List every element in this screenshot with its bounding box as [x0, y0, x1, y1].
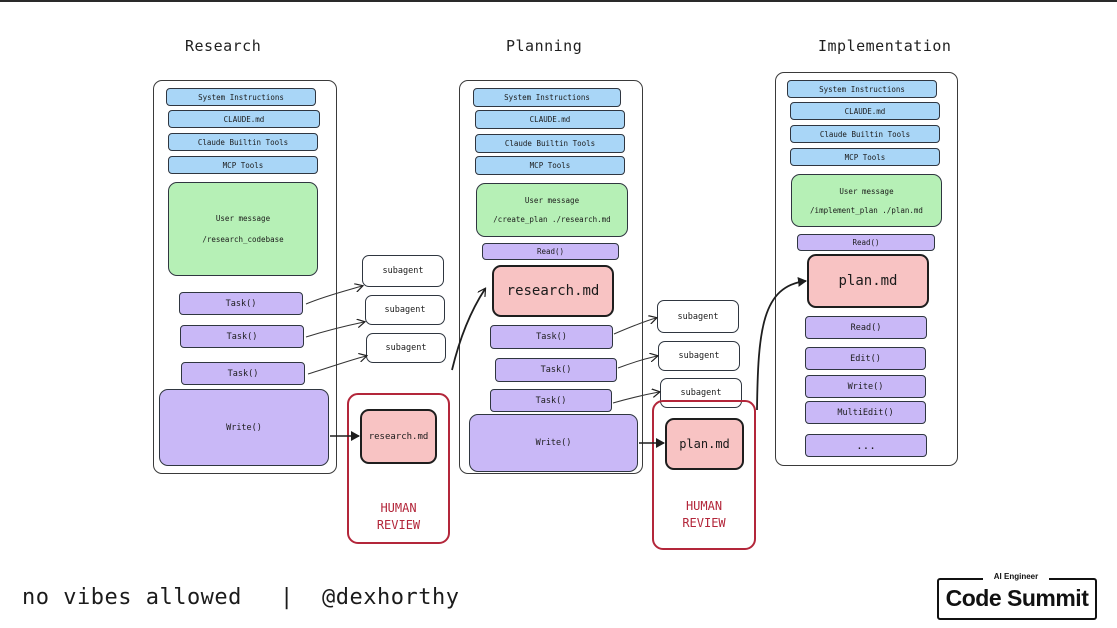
footer-handle: @dexhorthy: [322, 585, 460, 610]
implementation-claude-md: CLAUDE.md: [790, 102, 940, 120]
logo-code-summit: Code Summit: [945, 585, 1089, 611]
planning-read: Read(): [482, 243, 619, 260]
research-task-3: Task(): [181, 362, 305, 385]
implementation-system-instructions: System Instructions: [787, 80, 937, 98]
research-subagent-2: subagent: [365, 295, 445, 325]
planning-research-md: research.md: [492, 265, 614, 317]
arrow-planning-task1-subagent: [613, 318, 656, 335]
arrow-planning-task2-subagent: [617, 356, 657, 369]
implementation-read: Read(): [805, 316, 927, 339]
research-task-1: Task(): [179, 292, 303, 315]
implementation-more: ...: [805, 434, 927, 457]
planning-subagent-3: subagent: [660, 378, 742, 408]
implementation-read-top: Read(): [797, 234, 935, 251]
research-task-2: Task(): [180, 325, 304, 348]
implementation-plan-md: plan.md: [807, 254, 929, 308]
top-border: [0, 0, 1117, 2]
planning-system-instructions: System Instructions: [473, 88, 621, 107]
research-subagent-3: subagent: [366, 333, 446, 363]
implementation-builtin-tools: Claude Builtin Tools: [790, 125, 940, 143]
research-subagent-1: subagent: [362, 255, 444, 287]
footer-separator: |: [280, 585, 294, 610]
research-review-line2: REVIEW: [376, 518, 421, 532]
planning-builtin-tools: Claude Builtin Tools: [475, 134, 625, 153]
research-mcp-tools: MCP Tools: [168, 156, 318, 174]
research-claude-md: CLAUDE.md: [168, 110, 320, 128]
research-user-message-command: /research_codebase: [202, 235, 284, 244]
arrow-research-task2-subagent: [305, 322, 364, 338]
plan-md-output: plan.md: [665, 418, 744, 470]
research-user-message-label: User message: [215, 214, 271, 223]
planning-task-2: Task(): [495, 358, 617, 382]
arrow-research-review-to-planning: [451, 289, 485, 371]
planning-review-line2: REVIEW: [682, 516, 726, 530]
implementation-user-message: User message /implement_plan ./plan.md: [791, 174, 942, 227]
research-human-review-frame: [347, 393, 450, 544]
implementation-title: Implementation: [818, 37, 952, 55]
implementation-edit: Edit(): [805, 347, 926, 370]
research-title: Research: [185, 37, 262, 55]
implementation-multiedit: MultiEdit(): [805, 401, 926, 424]
research-md-output: research.md: [360, 409, 437, 464]
arrow-research-task3-subagent: [307, 356, 366, 375]
planning-claude-md: CLAUDE.md: [475, 110, 625, 129]
arrow-plan-review-to-implementation: [756, 276, 807, 411]
planning-review-line1: HUMAN: [685, 499, 723, 513]
implementation-user-message-label: User message: [839, 186, 894, 196]
planning-user-message: User message /create_plan ./research.md: [476, 183, 628, 237]
planning-user-message-command: /create_plan ./research.md: [493, 215, 611, 224]
implementation-write: Write(): [805, 375, 926, 398]
research-human-review-label: HUMAN REVIEW: [347, 500, 450, 534]
research-system-instructions: System Instructions: [166, 88, 316, 106]
research-user-message: User message /research_codebase: [168, 182, 318, 276]
planning-human-review-label: HUMAN REVIEW: [652, 498, 756, 532]
planning-write: Write(): [469, 414, 638, 472]
implementation-user-message-command: /implement_plan ./plan.md: [810, 205, 923, 215]
planning-task-3: Task(): [490, 389, 612, 412]
planning-task-1: Task(): [490, 325, 613, 349]
planning-subagent-1: subagent: [657, 300, 739, 333]
arrow-research-task1-subagent: [305, 286, 362, 305]
research-write: Write(): [159, 389, 329, 466]
planning-user-message-label: User message: [524, 196, 580, 205]
implementation-mcp-tools: MCP Tools: [790, 148, 940, 166]
logo-ai-engineer: AI Engineer: [983, 572, 1049, 581]
research-builtin-tools: Claude Builtin Tools: [168, 133, 318, 151]
footer-tagline: no vibes allowed: [22, 585, 242, 610]
planning-title: Planning: [506, 37, 583, 55]
planning-human-review-frame: [652, 400, 756, 550]
planning-mcp-tools: MCP Tools: [475, 156, 625, 175]
research-review-line1: HUMAN: [380, 501, 417, 515]
arrow-planning-task3-subagent: [612, 392, 659, 404]
